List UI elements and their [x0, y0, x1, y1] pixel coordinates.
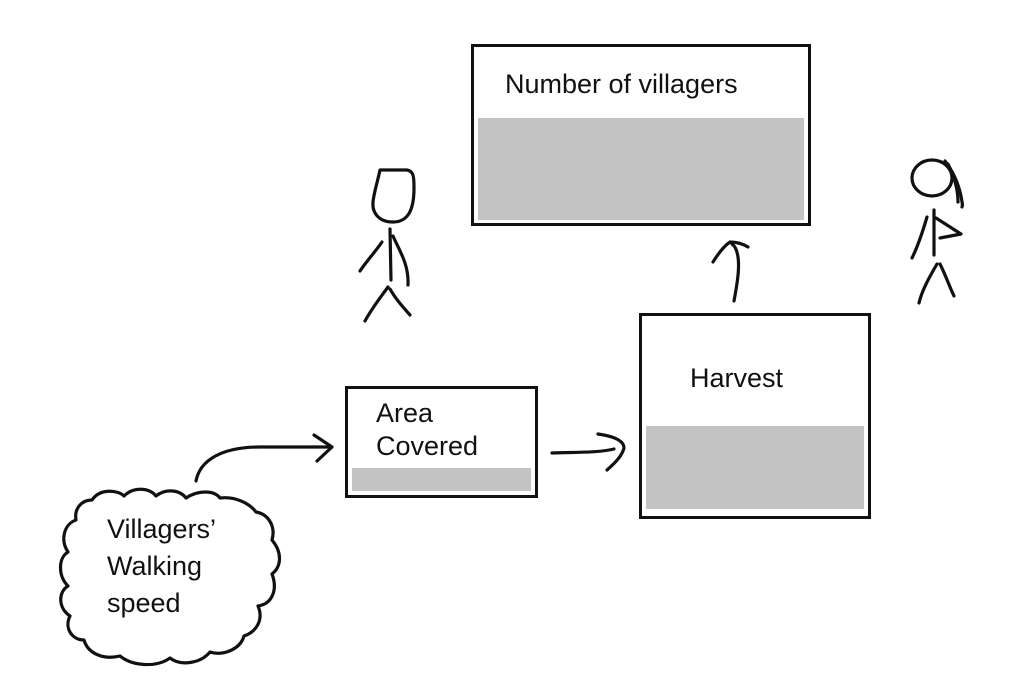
arrowhead-area-to-harvest [596, 432, 626, 472]
cloud-label-line: Villagers’ [107, 514, 217, 544]
leg-right [938, 262, 956, 298]
stick-figure-man [358, 168, 416, 323]
hair-ponytail [943, 159, 965, 209]
arrowhead-speed-to-area [312, 433, 334, 463]
head-icon [910, 158, 954, 198]
stock-number-of-villagers: Number of villagers [471, 44, 811, 226]
stock-label: Number of villagers [505, 69, 738, 99]
stock-label-line: Covered [376, 431, 479, 461]
cloud-label-line: Walking [107, 551, 203, 581]
stock-label-line: Area [376, 398, 434, 428]
leg-right [388, 287, 412, 317]
arm-left [358, 240, 384, 273]
stick-figure-woman [910, 158, 965, 305]
hair-strand [946, 162, 960, 204]
leg-left [917, 262, 939, 305]
stock-fill [646, 426, 864, 509]
arm-left [910, 215, 929, 260]
arm-right [934, 216, 963, 240]
arm-right [391, 234, 410, 287]
stock-area-covered: Area Covered [345, 386, 538, 498]
arrow-harvest-to-villagers [730, 242, 741, 303]
stock-fill [352, 468, 531, 491]
body-line [388, 227, 393, 282]
arrow-speed-to-area [194, 445, 332, 483]
arrow-area-to-harvest [550, 447, 616, 455]
leg-left [363, 285, 390, 323]
cloud-label-line: speed [107, 588, 181, 618]
stock-label: Harvest [690, 363, 784, 393]
stock-label: Area Covered [376, 397, 478, 463]
cloud-label-walking-speed: Villagers’ Walking speed [107, 511, 216, 622]
stock-fill [478, 118, 804, 220]
head-icon [371, 168, 416, 224]
arrowhead-harvest-to-villagers [711, 240, 750, 264]
stock-harvest: Harvest [639, 313, 871, 519]
